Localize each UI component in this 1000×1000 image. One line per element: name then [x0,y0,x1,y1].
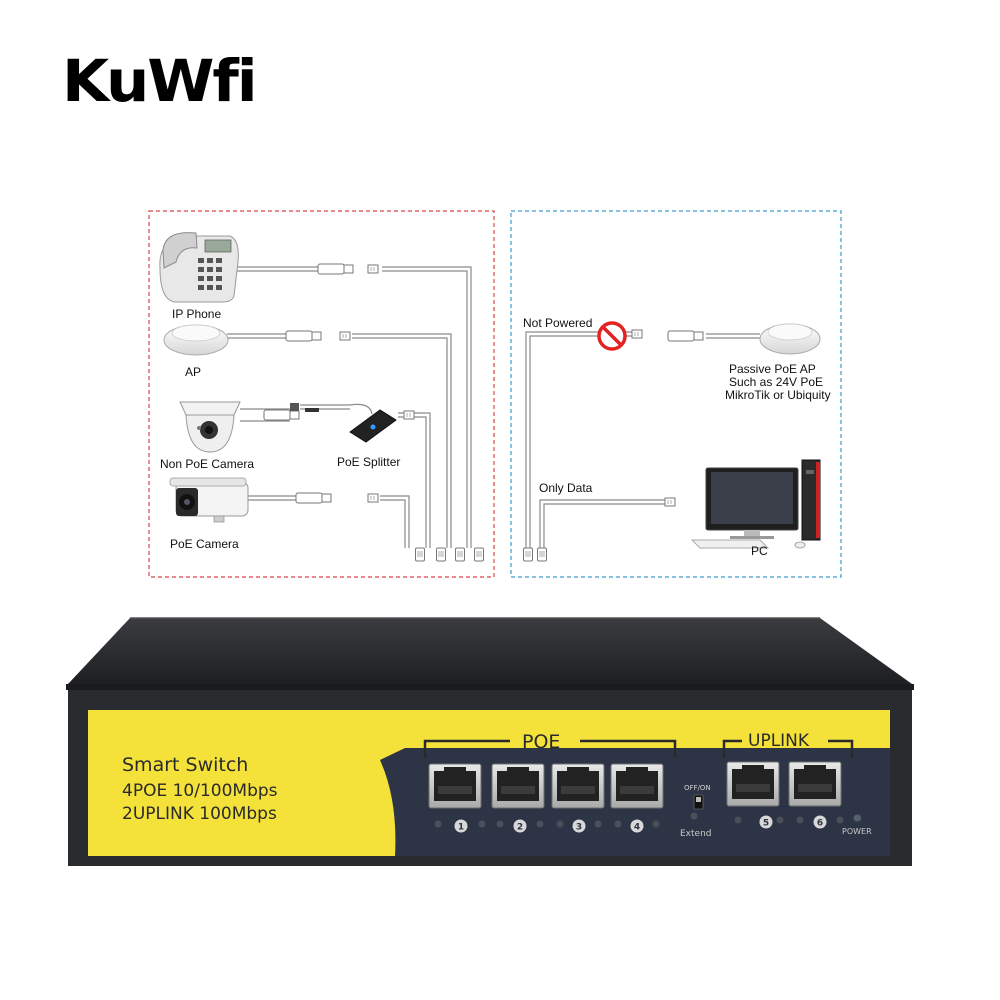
non-poe-camera-label: Non PoE Camera [160,457,254,471]
bullet-camera-icon [169,477,249,523]
switch-yellow-panel [88,710,890,856]
ethernet-port-4[interactable] [610,763,664,809]
prohibited-icon [597,321,627,351]
ethernet-port-6[interactable] [788,761,842,807]
port-number-6: 6 [817,819,823,829]
passive-ap-line-3: MikroTik or Ubiquity [725,388,831,402]
passive-ap-icon [759,323,821,355]
switch-top-panel [68,618,912,684]
switch-title: Smart Switch [122,754,248,776]
poe-group-label: POE [522,731,560,753]
port-number-2: 2 [517,823,523,833]
ip-phone-icon [159,232,239,303]
port-number-4: 4 [634,823,640,833]
power-label: POWER [842,827,872,836]
only-data-label: Only Data [539,481,593,495]
uplink-group-label: UPLINK [748,731,810,751]
not-powered-label: Not Powered [523,316,592,330]
passive-ap-line-1: Passive PoE AP [729,362,816,376]
ethernet-port-1[interactable] [428,763,482,809]
brand-logo: KuWfi [62,47,258,115]
port-number-3: 3 [576,823,582,833]
access-point-icon [163,324,229,356]
dome-camera-icon [179,401,241,453]
ip-phone-label: IP Phone [172,307,221,321]
poe-camera-label: PoE Camera [170,537,239,551]
port-number-1: 1 [458,823,464,833]
pc-label: PC [751,544,768,558]
ethernet-port-5[interactable] [726,761,780,807]
poe-splitter-label: PoE Splitter [337,455,400,469]
ethernet-port-2[interactable] [491,763,545,809]
ap-label: AP [185,365,201,379]
switch-spec-uplink: 2UPLINK 100Mbps [122,804,277,824]
poe-switch: Smart Switch 4POE 10/100Mbps 2UPLINK 100… [66,617,914,866]
right-panel: Not Powered Passive PoE AP Such as 24V P… [510,210,842,578]
left-panel: IP Phone AP Non PoE Camera PoE Splitter [148,210,495,578]
passive-ap-line-2: Such as 24V PoE [729,375,823,389]
poe-splitter-icon [290,403,397,443]
dip-switch-label: OFF/ON [684,784,711,792]
switch-spec-poe: 4POE 10/100Mbps [122,781,278,801]
ethernet-port-3[interactable] [551,763,605,809]
port-number-5: 5 [763,819,769,829]
pc-icon [690,459,821,549]
power-led [853,814,861,822]
extend-label: Extend [680,829,712,839]
